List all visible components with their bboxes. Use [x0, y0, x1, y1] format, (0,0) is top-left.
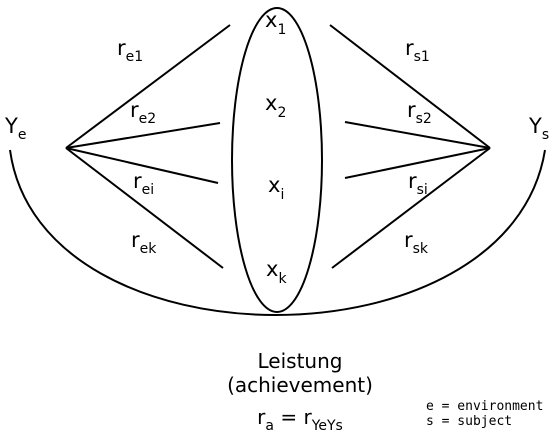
left-node-label: Ye: [4, 114, 26, 143]
right-corr-si: rsi: [408, 169, 428, 198]
caption-formula: ra = rYeYs: [257, 405, 343, 434]
edge-ei: [65, 147, 219, 184]
edge-e2: [65, 122, 221, 149]
right-corr-sk: rsk: [404, 228, 429, 257]
cue-ellipse: [231, 7, 323, 313]
caption-achievement: (achievement): [227, 373, 373, 397]
right-corr-s1: rs1: [405, 36, 430, 65]
legend-subject: s = subject: [426, 414, 512, 429]
edge-e1: [65, 24, 231, 149]
left-corr-ek: rek: [131, 228, 157, 257]
legend-environment: e = environment: [426, 399, 543, 414]
caption-leistung: Leistung: [258, 349, 343, 373]
cue-label-1: x1: [265, 8, 286, 38]
left-corr-e2: re2: [130, 98, 156, 127]
right-corr-s2: rs2: [407, 98, 432, 127]
cue-label-k: xk: [266, 257, 287, 287]
left-fan-lines: [65, 24, 231, 269]
edge-sk: [331, 147, 491, 269]
right-node-label: Ys: [528, 114, 549, 143]
cue-label-i: xi: [268, 173, 284, 203]
achievement-arc: [9, 149, 546, 316]
edge-s1: [329, 24, 491, 149]
edge-ek: [65, 147, 224, 269]
edge-si: [344, 147, 491, 179]
edge-s2: [344, 121, 491, 149]
left-corr-ei: rei: [133, 169, 154, 198]
left-corr-e1: re1: [117, 36, 143, 65]
cue-label-2: x2: [265, 91, 286, 121]
right-fan-lines: [329, 24, 491, 269]
